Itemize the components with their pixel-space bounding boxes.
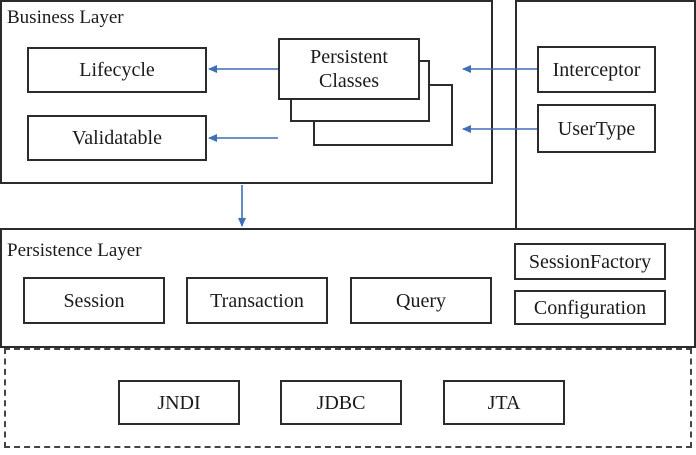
jta-box: JTA (443, 380, 565, 425)
extensions-region (515, 0, 696, 230)
session-factory-box: SessionFactory (514, 243, 666, 280)
transaction-box: Transaction (186, 277, 328, 324)
jdbc-box: JDBC (280, 380, 402, 425)
infrastructure-region (4, 348, 692, 448)
persistent-classes-box: Persistent Classes (278, 38, 420, 100)
usertype-box: UserType (537, 104, 656, 153)
business-layer-region (0, 0, 493, 184)
persistent-classes-stack: Persistent Classes (278, 38, 458, 148)
query-box: Query (350, 277, 492, 324)
persistence-layer-region (0, 228, 696, 348)
configuration-box: Configuration (514, 290, 666, 325)
business-layer-title: Business Layer (7, 7, 124, 28)
session-box: Session (23, 277, 165, 324)
persistence-layer-title: Persistence Layer (7, 240, 142, 261)
validatable-box: Validatable (27, 115, 207, 161)
lifecycle-box: Lifecycle (27, 47, 207, 93)
interceptor-box: Interceptor (537, 46, 656, 93)
jndi-box: JNDI (118, 380, 240, 425)
